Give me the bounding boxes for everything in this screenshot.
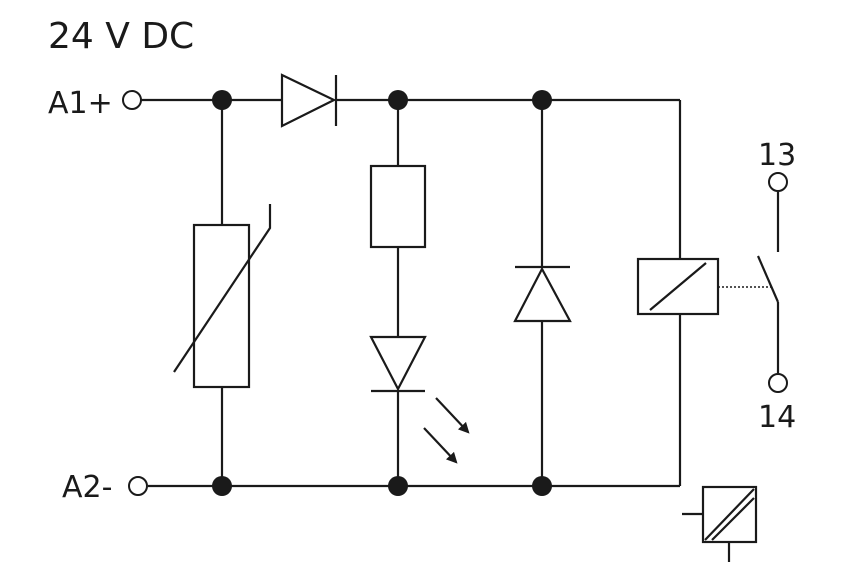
contact-label-13: 13 [758,138,796,173]
terminal-label-a2: A2- [62,470,112,505]
relay-type-symbol [682,485,758,562]
junction-dot [532,476,552,496]
terminal-a1-circle [122,90,142,110]
light-emission-arrows [423,397,470,464]
relay-coil-symbol [636,100,720,486]
terminal-label-a1: A1+ [48,86,113,121]
junction-dots [212,90,552,496]
terminal-14-circle [768,373,788,393]
led-symbol [369,335,427,486]
terminal-a2-circle [128,476,148,496]
resistor-symbol [369,100,427,337]
supply-voltage-title: 24 V DC [48,16,194,57]
junction-dot [388,90,408,110]
varistor-symbol [173,100,272,486]
freewheeling-diode-symbol [513,100,572,486]
junction-dot [212,476,232,496]
contact-label-14: 14 [758,400,796,435]
normally-open-contact-symbol [756,192,780,373]
junction-dot [388,476,408,496]
series-diode-symbol [280,73,338,128]
terminal-13-circle [768,172,788,192]
junction-dot [212,90,232,110]
junction-dot [532,90,552,110]
